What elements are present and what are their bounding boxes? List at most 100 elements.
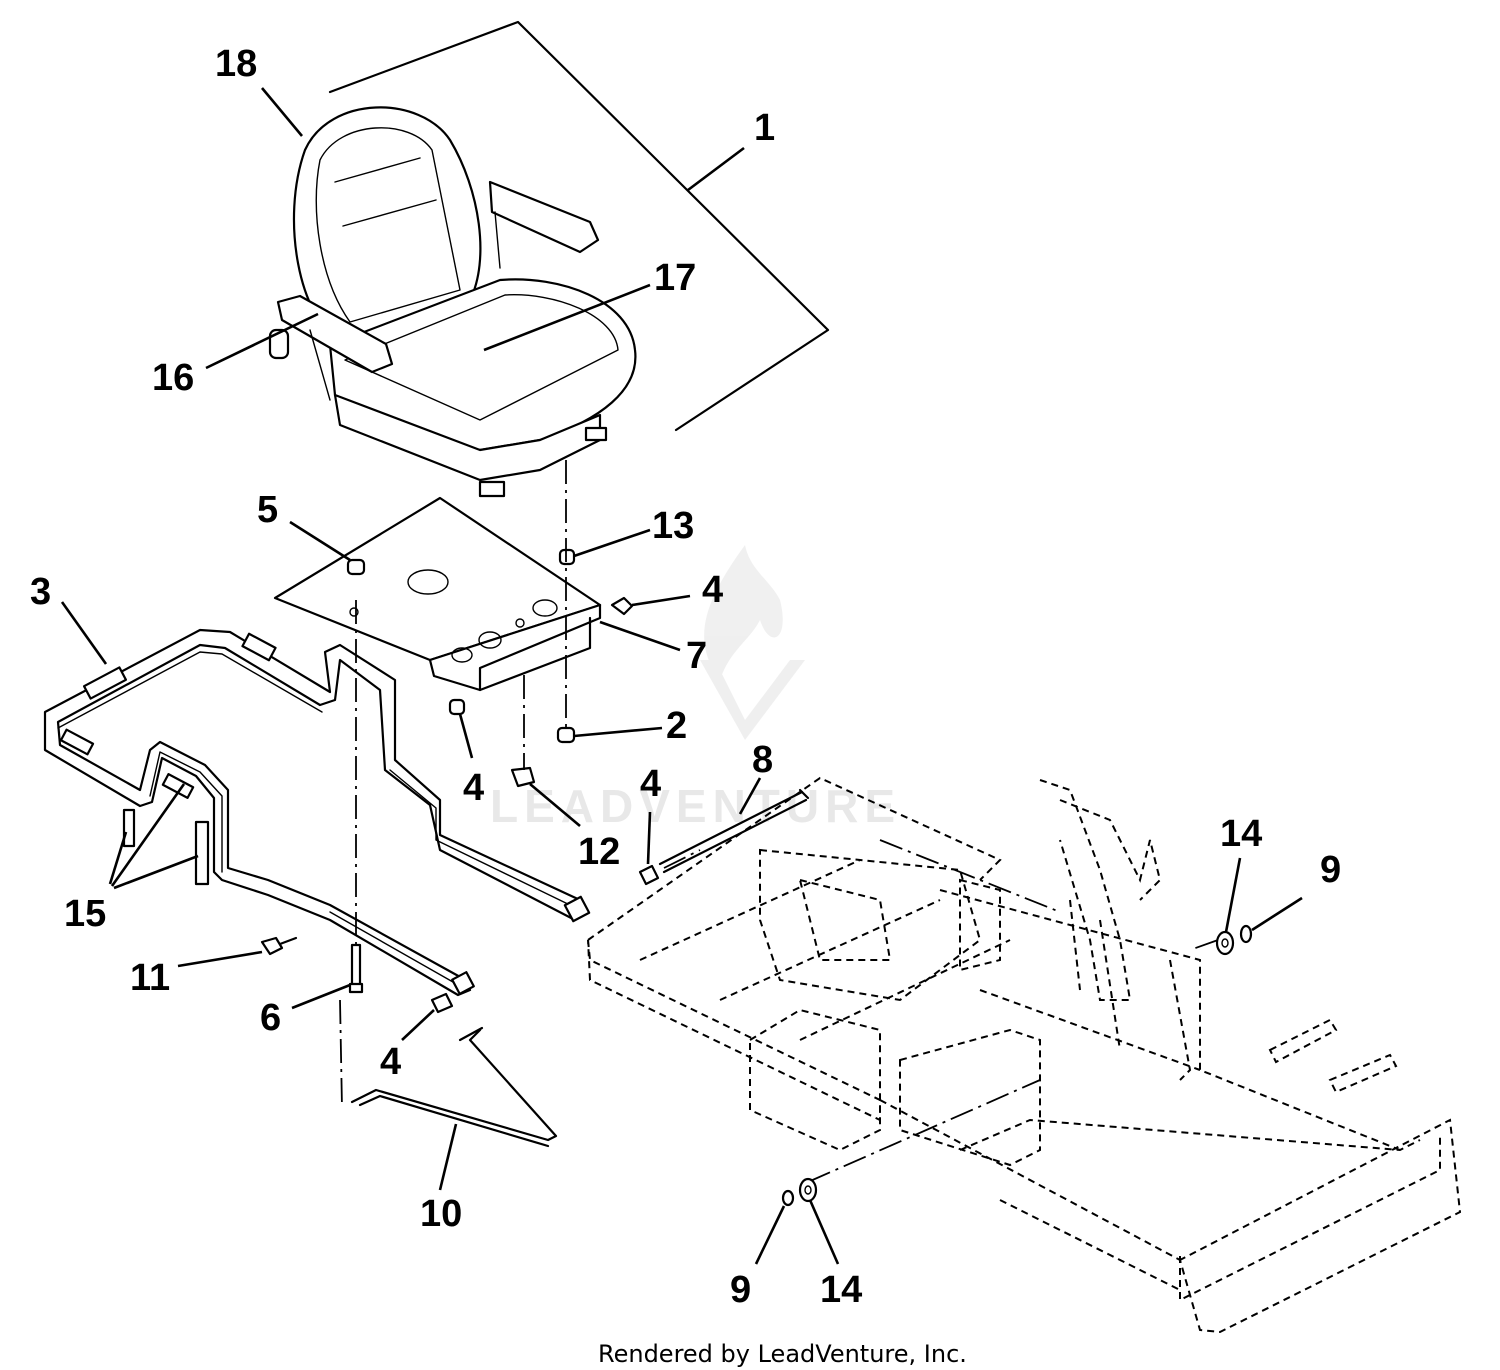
bolt-6-head xyxy=(348,982,364,994)
centerline xyxy=(879,839,1061,913)
callout-8: 8 xyxy=(752,739,773,781)
callout-13: 13 xyxy=(652,505,694,547)
leader-1 xyxy=(687,146,745,192)
washer-14 xyxy=(798,1177,818,1203)
pad-15 xyxy=(122,808,136,848)
leader-4a xyxy=(631,594,691,607)
callout-17: 17 xyxy=(654,257,696,299)
callout-4: 4 xyxy=(380,1041,401,1083)
seat-frame xyxy=(43,628,591,997)
callout-2: 2 xyxy=(666,705,687,747)
chassis-rail-left xyxy=(587,939,881,1122)
callout-4: 4 xyxy=(702,569,723,611)
watermark-v-icon xyxy=(700,660,805,740)
knob-4 xyxy=(610,596,634,616)
leader-4c xyxy=(646,811,652,865)
chassis-engine-mount xyxy=(759,848,982,1002)
plate-edge xyxy=(428,603,602,692)
seat-foot xyxy=(584,426,608,442)
armrest-right xyxy=(488,180,600,254)
washer-14-hole xyxy=(804,1185,812,1195)
bolt-11 xyxy=(260,936,284,956)
rod-10-end xyxy=(458,1026,484,1042)
frame-slide-pad xyxy=(59,728,95,756)
chassis-front-bar xyxy=(1179,1135,1441,1302)
leader-5 xyxy=(289,520,351,562)
leader-9b xyxy=(754,1205,786,1265)
watermark-flame-icon xyxy=(704,545,783,680)
seat-plate xyxy=(273,496,602,692)
leader-15c xyxy=(113,854,199,890)
leader-14a xyxy=(1224,857,1242,933)
plate-hole xyxy=(478,631,502,649)
leader-8 xyxy=(738,777,762,815)
callout-12: 12 xyxy=(578,831,620,873)
seat-frame-outer xyxy=(43,628,590,997)
nut-5 xyxy=(346,558,366,576)
plate-slot xyxy=(515,618,525,628)
leader-7 xyxy=(599,620,681,652)
chassis-side-frame xyxy=(939,889,1401,1151)
plate-hole xyxy=(532,599,558,617)
leader-13 xyxy=(573,528,651,558)
callout-4: 4 xyxy=(463,767,484,809)
leader-12 xyxy=(529,783,581,827)
chassis-bracket xyxy=(959,878,1001,972)
callout-1: 1 xyxy=(754,107,775,149)
seat-assembly xyxy=(268,20,830,498)
leader-15a xyxy=(108,831,128,885)
frame-end-cap xyxy=(451,971,475,995)
leader-11 xyxy=(177,950,263,968)
plate-slot xyxy=(349,607,359,617)
seat-foot xyxy=(478,480,506,498)
leader-4b xyxy=(458,713,474,759)
leader-4d xyxy=(401,1009,435,1041)
hardware xyxy=(339,460,1219,1183)
washer-14 xyxy=(1215,930,1235,956)
pad-15 xyxy=(194,820,210,886)
callout-16: 16 xyxy=(152,357,194,399)
leader-16 xyxy=(205,312,319,370)
nut-4-bottom xyxy=(430,992,454,1014)
seat-back xyxy=(292,106,482,342)
centerline xyxy=(663,849,701,869)
nut-2 xyxy=(556,726,576,744)
plate-lip xyxy=(478,616,592,692)
bushing-4 xyxy=(638,864,660,886)
frame-end-cap xyxy=(563,895,591,923)
leader-lines xyxy=(60,87,1303,1265)
plate-hole xyxy=(451,647,473,663)
chassis-tower xyxy=(1039,779,1162,1001)
leader-9a xyxy=(1251,896,1303,932)
leader-18 xyxy=(261,87,303,137)
callout-11: 11 xyxy=(130,957,170,999)
seat-adjust-knob xyxy=(268,328,290,360)
callout-9: 9 xyxy=(1320,849,1341,891)
leader-14b xyxy=(808,1199,840,1265)
seat-back-stripe xyxy=(334,157,437,227)
washer-14-hole xyxy=(1221,938,1229,948)
armrest-right-support xyxy=(494,211,501,269)
seat-back-panel xyxy=(315,127,461,323)
chassis-top-left xyxy=(587,776,1002,941)
chassis-cross-member xyxy=(639,859,1011,1041)
callout-7: 7 xyxy=(686,635,707,677)
assembly-bracket xyxy=(328,20,830,432)
washer-9 xyxy=(1239,924,1253,944)
chassis-box-mid xyxy=(899,1028,1041,1167)
rod-10 xyxy=(350,1028,558,1148)
chassis xyxy=(587,776,1462,1334)
leader-2 xyxy=(573,726,663,738)
pad-15 xyxy=(161,773,195,799)
chassis-rail-right xyxy=(879,1099,1462,1334)
nut-4-plate xyxy=(448,698,466,716)
callout-6: 6 xyxy=(260,997,281,1039)
rod-8-end xyxy=(798,788,810,800)
seat-frame-inner xyxy=(57,651,573,987)
callout-5: 5 xyxy=(257,489,278,531)
callout-14: 14 xyxy=(1220,813,1262,855)
centerline xyxy=(1189,939,1219,951)
chassis-box-left xyxy=(749,1008,881,1152)
bolt-6 xyxy=(350,943,362,987)
